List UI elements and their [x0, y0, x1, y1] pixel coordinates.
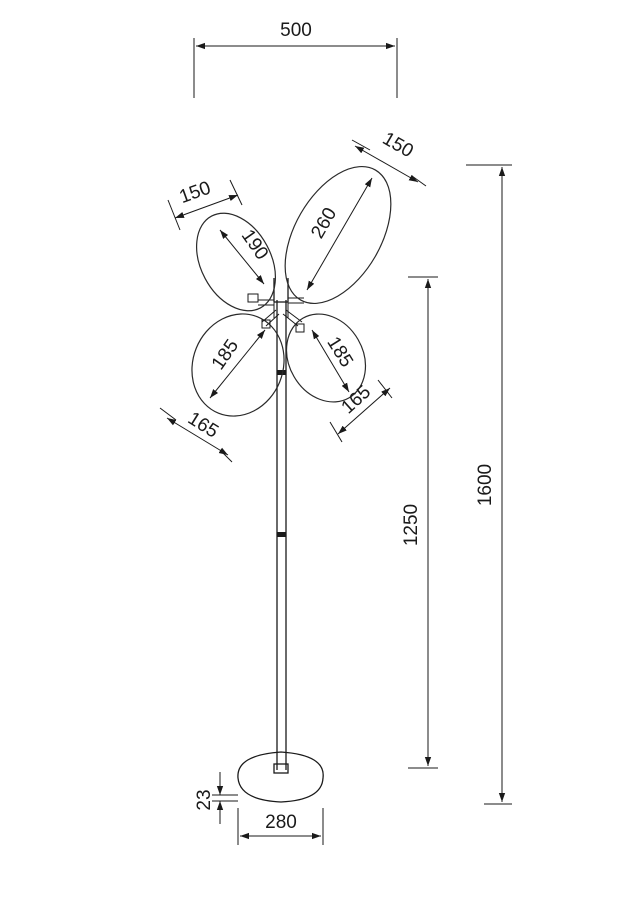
dim-label-shade-bottom-left-width: 165 [184, 408, 222, 443]
lamp-base [237, 751, 324, 803]
dim-shade-bottom-right-width: 165 [329, 379, 393, 443]
dim-label-shade-top-left-width: 150 [177, 178, 214, 209]
dim-label-arm-height: 1250 [401, 504, 422, 546]
shade-top-right [284, 165, 392, 305]
dim-base-diameter: 280 [237, 808, 324, 845]
dim-shade-top-right-width: 150 [351, 128, 427, 187]
pole [276, 300, 287, 770]
dim-total-height: 1600 [466, 164, 512, 805]
dim-shade-top-left-width: 150 [167, 178, 243, 231]
dim-label-shade-top-right-length: 260 [307, 204, 341, 242]
dim-label-base-diameter: 280 [265, 812, 297, 833]
shade-top-left [196, 212, 276, 312]
dim-base-height: 23 [194, 772, 238, 824]
dim-label-shade-bottom-right-width: 165 [338, 382, 376, 419]
dim-label-base-height: 23 [194, 789, 215, 810]
dim-total-width: 500 [193, 20, 398, 98]
dim-shade-top-left-length: 190 [219, 226, 272, 285]
dim-label-shade-top-right-width: 150 [379, 128, 417, 162]
dim-label-shade-top-left-length: 190 [237, 226, 272, 264]
lamp-body [191, 165, 392, 803]
dim-shade-bottom-left-width: 165 [159, 407, 233, 463]
dim-label-total-height: 1600 [475, 464, 496, 506]
dim-label-shade-bottom-right-length: 185 [322, 333, 357, 371]
lamp-hub [258, 278, 304, 327]
dim-label-total-width: 500 [280, 20, 312, 41]
shade-bottom-left [191, 313, 285, 417]
dim-shade-bottom-right-length: 185 [311, 329, 357, 393]
dim-arm-height: 1250 [401, 276, 438, 769]
dim-shade-bottom-left-length: 185 [208, 329, 266, 399]
dim-shade-top-right-length: 260 [306, 177, 373, 291]
dim-label-shade-bottom-left-length: 185 [208, 336, 243, 374]
